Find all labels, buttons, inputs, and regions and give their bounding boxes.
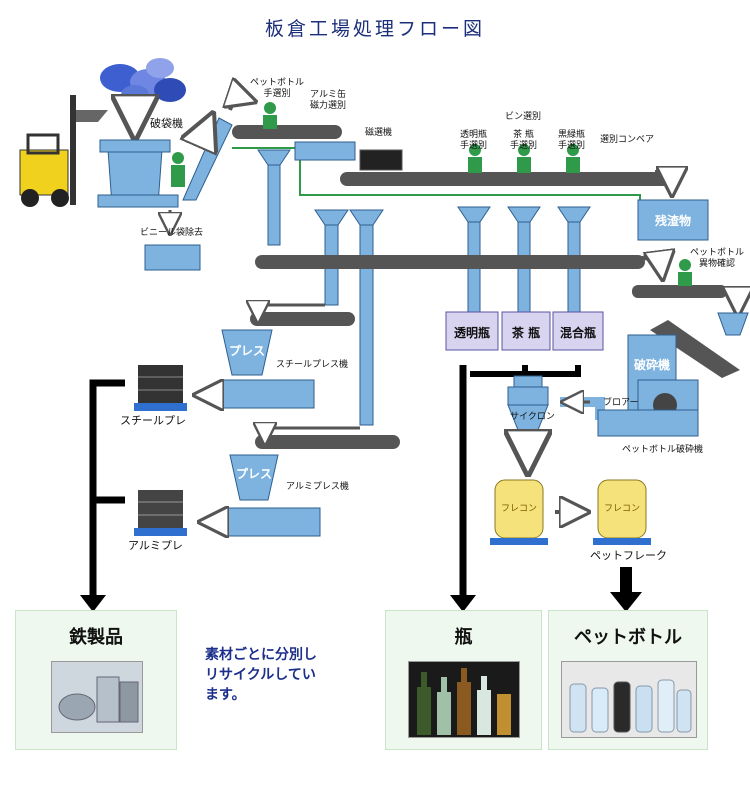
pet-flake-label: ペットフレーク: [590, 549, 667, 562]
iron-output-title: 鉄製品: [69, 627, 123, 648]
worker-icon: [566, 144, 580, 173]
magnetic-separator: [359, 149, 403, 171]
forklift-icon: [19, 95, 108, 207]
cyclone-label: サイクロン: [510, 412, 555, 422]
worker-icon: [171, 152, 185, 187]
steel-bale-label: スチールプレ: [120, 414, 186, 427]
message-line-2: リサイクルしてい: [205, 667, 316, 683]
bags-icon: [100, 58, 186, 105]
magnetic-sorter: [294, 141, 356, 161]
middle-conveyor: [255, 255, 645, 269]
brown-bin-label: 茶 瓶: [511, 326, 541, 340]
bottle-sort-label: ビン選別: [505, 112, 542, 122]
message-line-3: ます。: [205, 687, 246, 703]
recycle-message: 素材ごとに分別し リサイクルしてい ます。: [205, 645, 317, 705]
arrow-down-icon: [610, 592, 642, 612]
pet-output-title: ペットボトル: [574, 627, 682, 648]
mixed-bottle-bin: [552, 311, 604, 351]
iron-output-line: [89, 379, 125, 598]
hopper-alu: [349, 209, 384, 426]
flecon-1-label: フレコン: [500, 504, 537, 514]
crusher-label: 破砕機: [633, 358, 670, 372]
worker-icon: [468, 144, 482, 173]
brown-bottle-bin: [501, 311, 551, 351]
plastic-bag-label: ビニール袋除去: [140, 228, 204, 238]
flecon-2: [593, 479, 651, 545]
mixed-bin-label: 混合瓶: [559, 326, 596, 340]
worker-icon: [517, 144, 531, 173]
iron-output-card: 鉄製品: [15, 610, 177, 750]
hopper-left: [257, 149, 291, 246]
worker-icon: [263, 102, 277, 129]
flecon-2-label: フレコン: [603, 504, 640, 514]
magnetic-separator-label: 磁選機: [365, 128, 393, 138]
steel-bale-icon: [134, 365, 187, 411]
upper-conveyor: [232, 125, 342, 139]
cyclone-icon: [507, 375, 549, 441]
steel-press-hopper: [221, 329, 273, 376]
steel-press-machine: [221, 379, 315, 409]
clear-bottle-bin: [445, 311, 499, 351]
alu-press-hopper: [229, 454, 279, 501]
blower: [597, 409, 699, 437]
press-1-label: プレス: [228, 344, 265, 358]
cans-photo: [51, 661, 143, 733]
alu-press-label: アルミプレス機: [286, 482, 349, 492]
alu-sort-label: アルミ缶 磁力選別: [310, 90, 347, 111]
sorting-conveyor: [340, 172, 670, 186]
bottle-output-card: 瓶: [385, 610, 542, 750]
crusher-hopper: [717, 312, 749, 336]
pet-check-conveyor: [632, 285, 727, 298]
worker-icon: [678, 259, 692, 286]
pet-bottles-photo: [561, 661, 697, 738]
green-bottle-sort-label: 黒緑瓶 手選別: [558, 130, 586, 151]
arrow-down-icon: [450, 595, 476, 612]
sorting-conveyor-label: 選別コンベア: [600, 135, 655, 145]
pet-sort-label: ペットボトル 手選別: [250, 78, 305, 99]
clear-bottle-sort-label: 透明瓶 手選別: [460, 130, 488, 151]
bottle-output-title: 瓶: [454, 627, 473, 648]
alu-conveyor: [255, 435, 400, 449]
residue-label: 残渣物: [654, 214, 691, 228]
clear-bin-label: 透明瓶: [453, 326, 490, 340]
blower-label: ブロアー: [603, 398, 639, 408]
bottles-photo: [408, 661, 520, 738]
diagram-title: 板倉工場処理フロー図: [264, 18, 485, 40]
bag-breaker-machine: [97, 139, 179, 208]
brown-bottle-sort-label: 茶 瓶 手選別: [510, 130, 538, 151]
pet-check-label: ペットボトル 異物確認: [690, 248, 745, 269]
alu-press-machine: [227, 507, 321, 537]
pet-crusher-label: ペットボトル破砕機: [622, 445, 704, 455]
residue-box: [637, 199, 709, 241]
bag-breaker-label: 破袋機: [150, 117, 183, 130]
message-line-1: 素材ごとに分別し: [205, 647, 317, 663]
steel-conveyor: [250, 312, 355, 326]
alu-bale-icon: [134, 490, 187, 536]
arrow-down-icon: [80, 595, 106, 612]
plastic-bag-tray: [144, 244, 201, 271]
pet-output-card: ペットボトル: [548, 610, 708, 750]
steel-press-label: スチールプレス機: [276, 360, 349, 370]
flecon-1: [490, 479, 548, 545]
alu-bale-label: アルミプレ: [128, 539, 183, 552]
press-2-label: プレス: [235, 467, 272, 481]
